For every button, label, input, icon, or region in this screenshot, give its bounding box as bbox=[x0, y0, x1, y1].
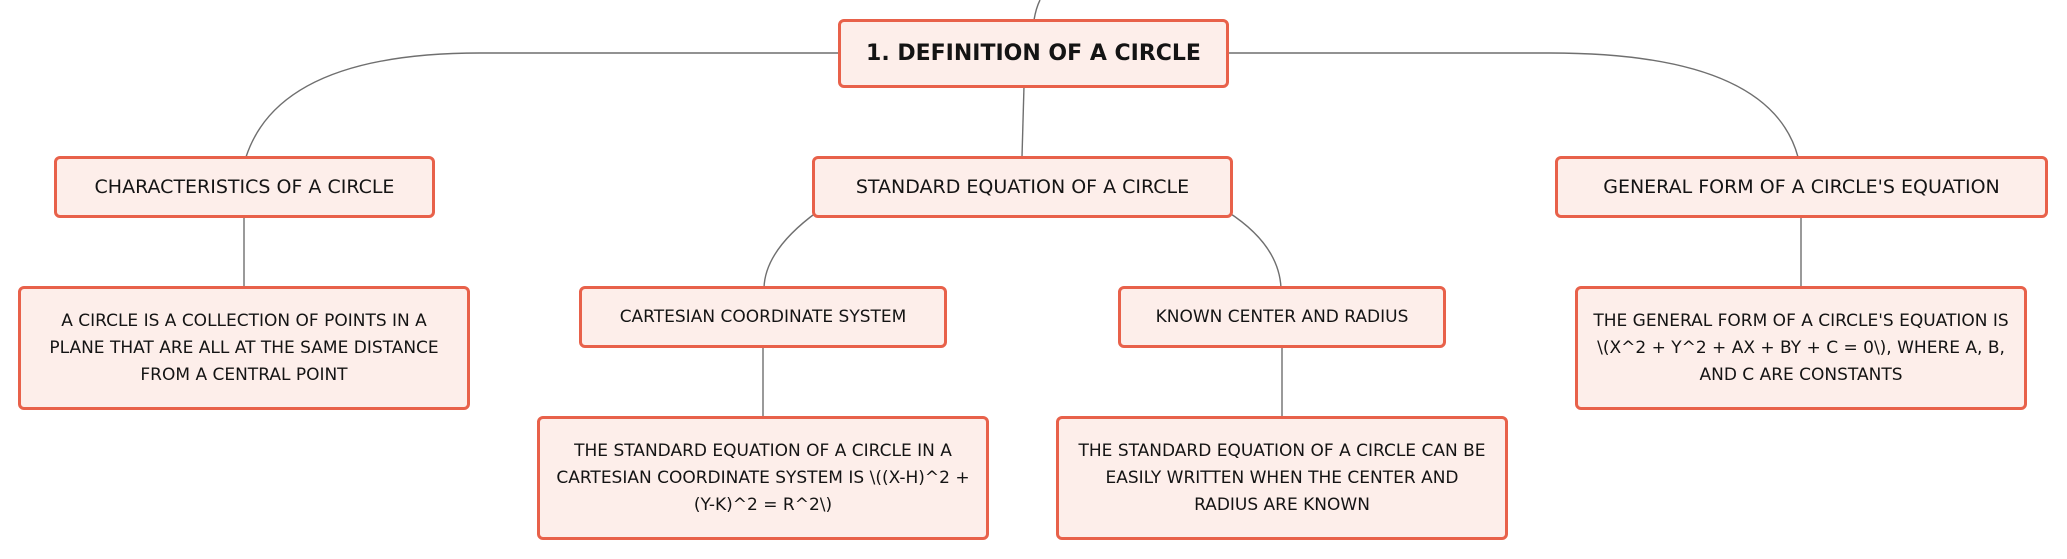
topic-label: CHARACTERISTICS OF A CIRCLE bbox=[94, 176, 395, 198]
connector-standard-to-cartesian bbox=[763, 211, 818, 289]
detail-node-cartesian[interactable]: THE STANDARD EQUATION OF A CIRCLE IN A C… bbox=[537, 416, 989, 540]
topic-node-general-form[interactable]: GENERAL FORM OF A CIRCLE'S EQUATION bbox=[1555, 156, 2048, 218]
subtopic-label: KNOWN CENTER AND RADIUS bbox=[1155, 307, 1409, 327]
detail-text: THE STANDARD EQUATION OF A CIRCLE IN A C… bbox=[556, 440, 970, 515]
topic-node-standard-equation[interactable]: STANDARD EQUATION OF A CIRCLE bbox=[812, 156, 1233, 218]
root-topic-label: 1. DEFINITION OF A CIRCLE bbox=[866, 41, 1201, 66]
subtopic-node-known-center[interactable]: KNOWN CENTER AND RADIUS bbox=[1118, 286, 1446, 348]
topic-label: GENERAL FORM OF A CIRCLE'S EQUATION bbox=[1603, 176, 2000, 198]
topic-label: STANDARD EQUATION OF A CIRCLE bbox=[855, 176, 1190, 198]
subtopic-label: CARTESIAN COORDINATE SYSTEM bbox=[619, 307, 907, 327]
detail-text: THE STANDARD EQUATION OF A CIRCLE CAN BE… bbox=[1078, 440, 1486, 515]
connector-standard-to-known-center bbox=[1227, 211, 1282, 289]
connector-parent-to-root bbox=[1033, 0, 1041, 21]
detail-node-characteristics[interactable]: A CIRCLE IS A COLLECTION OF POINTS IN A … bbox=[18, 286, 470, 410]
connector-root-to-standard-equation bbox=[1021, 85, 1025, 158]
detail-text: A CIRCLE IS A COLLECTION OF POINTS IN A … bbox=[49, 310, 439, 385]
root-topic-node[interactable]: 1. DEFINITION OF A CIRCLE bbox=[838, 19, 1229, 88]
subtopic-node-cartesian[interactable]: CARTESIAN COORDINATE SYSTEM bbox=[579, 286, 947, 348]
topic-node-characteristics[interactable]: CHARACTERISTICS OF A CIRCLE bbox=[54, 156, 435, 218]
connector-root-to-characteristics bbox=[245, 52, 840, 158]
detail-text: THE GENERAL FORM OF A CIRCLE'S EQUATION … bbox=[1593, 310, 2009, 385]
connector-root-to-general-form bbox=[1226, 52, 1799, 158]
detail-node-general-form[interactable]: THE GENERAL FORM OF A CIRCLE'S EQUATION … bbox=[1575, 286, 2027, 410]
detail-node-known-center[interactable]: THE STANDARD EQUATION OF A CIRCLE CAN BE… bbox=[1056, 416, 1508, 540]
